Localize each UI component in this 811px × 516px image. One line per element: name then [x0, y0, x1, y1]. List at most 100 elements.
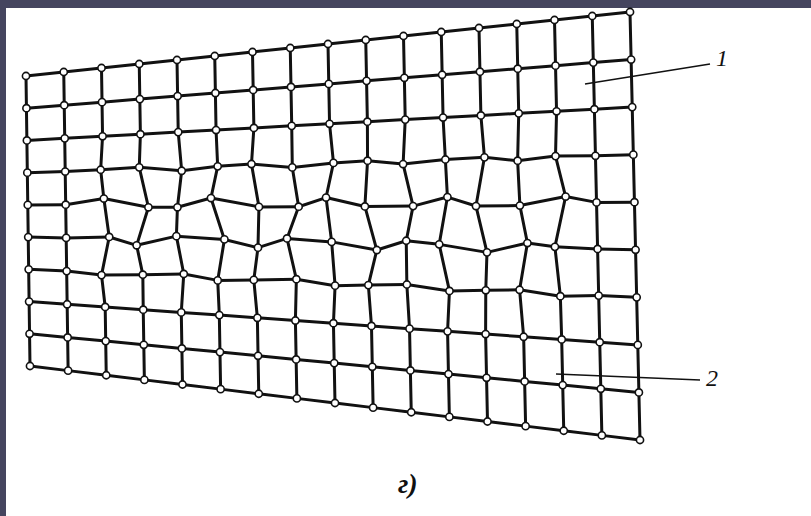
bond-line [326, 198, 332, 242]
atom [514, 65, 521, 72]
atom [254, 244, 261, 251]
bond-line [29, 269, 67, 271]
atom [60, 68, 67, 75]
atom [403, 237, 410, 244]
atom [330, 320, 337, 327]
bond-line [518, 66, 556, 69]
bond-line [600, 342, 638, 345]
bond-line [555, 20, 556, 66]
bond-line [102, 64, 140, 68]
atom [558, 336, 565, 343]
atom [293, 276, 300, 283]
atom [522, 423, 529, 430]
atom [98, 272, 105, 279]
bond-line [26, 105, 64, 108]
bond-line [515, 24, 519, 69]
bond-line [592, 16, 593, 63]
bond-line [254, 248, 258, 280]
bond-line [439, 244, 487, 252]
bond-line [443, 118, 445, 160]
bond-line [140, 132, 178, 134]
atom [484, 418, 491, 425]
bond-line [296, 359, 334, 363]
bond-line [599, 296, 600, 343]
bond-line [556, 66, 557, 112]
atom [442, 156, 449, 163]
atom [407, 367, 414, 374]
atom [178, 345, 185, 352]
bond-line [333, 161, 367, 163]
bond-line [448, 374, 486, 378]
atom [26, 362, 33, 369]
atom [482, 330, 489, 337]
bond-line [28, 334, 31, 366]
atom [175, 129, 182, 136]
atom [513, 20, 520, 27]
bond-line [178, 93, 216, 96]
atom [524, 239, 531, 246]
bond-line [30, 334, 68, 338]
atom [364, 157, 371, 164]
bond-line [26, 205, 29, 237]
atom [250, 276, 257, 283]
bond-line [66, 304, 69, 337]
bond-line [563, 385, 601, 389]
bond-line [327, 84, 331, 124]
bond-line [25, 140, 28, 172]
bond-line [294, 279, 298, 320]
atom [140, 341, 147, 348]
bond-line [289, 87, 293, 126]
bond-line [219, 315, 257, 318]
bond-line [405, 118, 443, 120]
bond-line [65, 136, 103, 138]
atom [26, 330, 33, 337]
bond-line [100, 68, 104, 102]
atom [331, 399, 338, 406]
bond-line [183, 385, 221, 390]
bond-line [517, 20, 555, 24]
bond-line [520, 197, 566, 206]
bond-line [520, 243, 528, 290]
bond-line [142, 310, 146, 345]
bond-line [144, 380, 182, 385]
bond-line [637, 297, 638, 345]
bond-line [138, 64, 142, 99]
bond-line [102, 275, 106, 307]
left-band [0, 0, 6, 516]
atom [631, 199, 638, 206]
bond-line [406, 206, 413, 241]
atom [173, 233, 180, 240]
bond-line [481, 113, 519, 115]
bond-line [28, 236, 66, 240]
bond-line [177, 171, 181, 208]
bond-line [408, 329, 412, 371]
atom [445, 371, 452, 378]
atom [283, 235, 290, 242]
bond-line [181, 312, 219, 315]
atom [97, 166, 104, 173]
atom [178, 167, 185, 174]
atom [629, 104, 636, 111]
bond-line [636, 250, 637, 298]
atom [98, 99, 105, 106]
bond-line [177, 198, 211, 207]
bond-line [407, 284, 410, 328]
bond-line [377, 241, 406, 250]
atom [295, 203, 302, 210]
atom [562, 193, 569, 200]
bond-line [258, 238, 287, 247]
bond-line [560, 294, 598, 298]
atom [557, 293, 564, 300]
bond-line [523, 381, 527, 426]
bond-line [371, 367, 375, 408]
bond-line [211, 198, 259, 207]
bond-line [448, 291, 450, 331]
atom [133, 242, 140, 249]
bond-line [176, 96, 180, 132]
bond-line [292, 167, 298, 206]
atom [446, 287, 453, 294]
atom [289, 164, 296, 171]
bond-line [403, 120, 405, 164]
bond-line [447, 197, 476, 206]
